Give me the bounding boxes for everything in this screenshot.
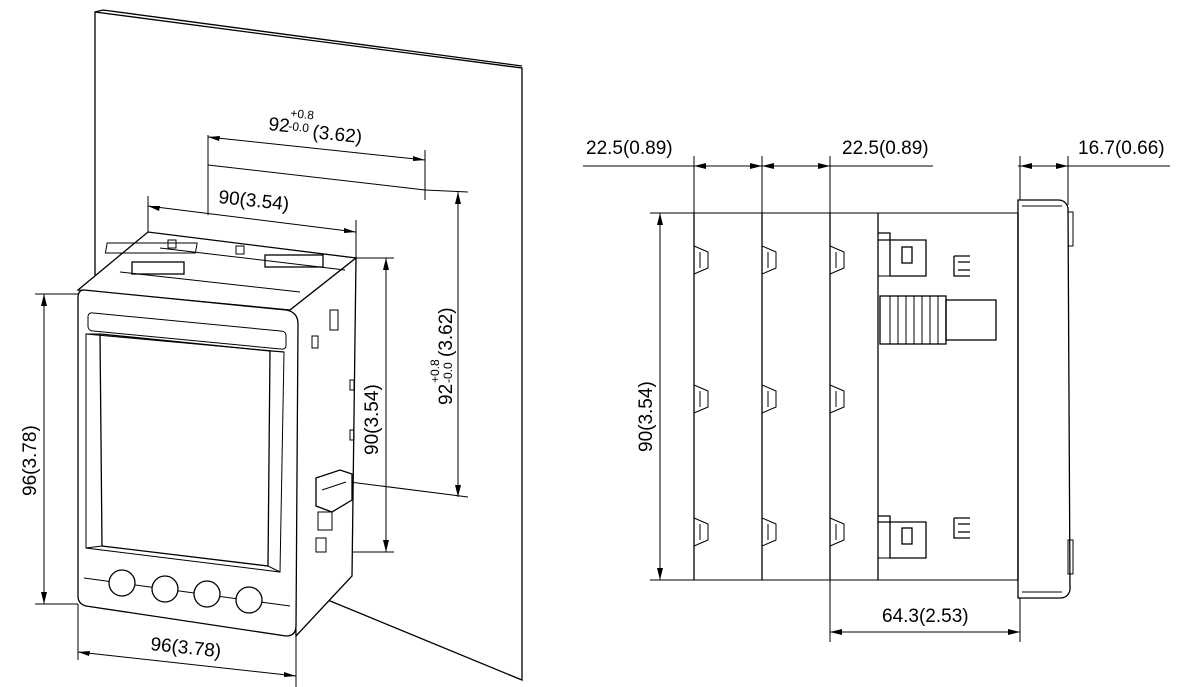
front-button-2	[151, 575, 179, 603]
module-1-width-label: 22.5(0.89)	[586, 138, 673, 159]
panel-width-label: 96(3.78)	[149, 634, 222, 662]
meter-body	[76, 231, 358, 638]
connector-ribs	[889, 296, 939, 344]
terminal-teeth	[693, 245, 845, 547]
cutout-width-inch: (3.62)	[311, 122, 363, 148]
cutout-height-base: 92	[436, 384, 457, 405]
lower-latch-mark	[953, 517, 970, 539]
side-body	[878, 232, 997, 559]
panel-cutout	[207, 135, 469, 498]
front-depth-label: 16.7(0.66)	[1078, 138, 1165, 159]
panel-height-dimension: 96(3.78)	[20, 293, 78, 605]
side-height-label: 90(3.54)	[636, 381, 657, 452]
front-button-3	[193, 580, 221, 608]
body-height-label: 90(3.54)	[362, 384, 383, 455]
cutout-width-tol-minus: -0.0	[288, 119, 310, 135]
cutout-height-tol-plus: +0.8	[428, 359, 442, 383]
upper-latch-mark	[953, 255, 970, 277]
side-top-dimensions: 22.5(0.89) 22.5(0.89) 16.7(0.66)	[583, 138, 1170, 215]
top-terminal-block-right	[264, 254, 324, 268]
cutout-width-dimension: 92 +0.8 -0.0 (3.62)	[207, 106, 426, 161]
body-height-dimension: 90(3.54)	[334, 257, 394, 553]
mounting-clip	[315, 469, 353, 513]
module-2-width-label: 22.5(0.89)	[842, 138, 929, 159]
lower-clip-slot	[901, 527, 913, 545]
upper-clip-slot	[901, 246, 913, 264]
body-width-label: 90(3.54)	[217, 187, 290, 215]
cutout-height-tol-minus: -0.0	[441, 362, 455, 383]
cutout-width-tol-plus: +0.8	[290, 106, 315, 122]
side-height-dimension: 90(3.54)	[636, 212, 1018, 581]
cutout-height-inch: (3.62)	[436, 307, 457, 357]
cutout-height-dimension: 92 +0.8 -0.0 (3.62)	[428, 192, 461, 497]
body-depth-label: 64.3(2.53)	[882, 606, 969, 627]
panel-height-label: 96(3.78)	[20, 425, 41, 496]
body-depth-dimension: 64.3(2.53)	[829, 580, 1021, 642]
connector-plug	[945, 299, 997, 341]
front-button-1	[108, 569, 136, 597]
cutout-width-base: 92	[267, 114, 290, 137]
terminal-modules	[693, 213, 879, 580]
front-button-4	[235, 586, 263, 614]
meter-front-bezel	[77, 289, 299, 637]
top-terminal-block-left	[131, 261, 185, 275]
side-bezel	[1017, 199, 1074, 599]
